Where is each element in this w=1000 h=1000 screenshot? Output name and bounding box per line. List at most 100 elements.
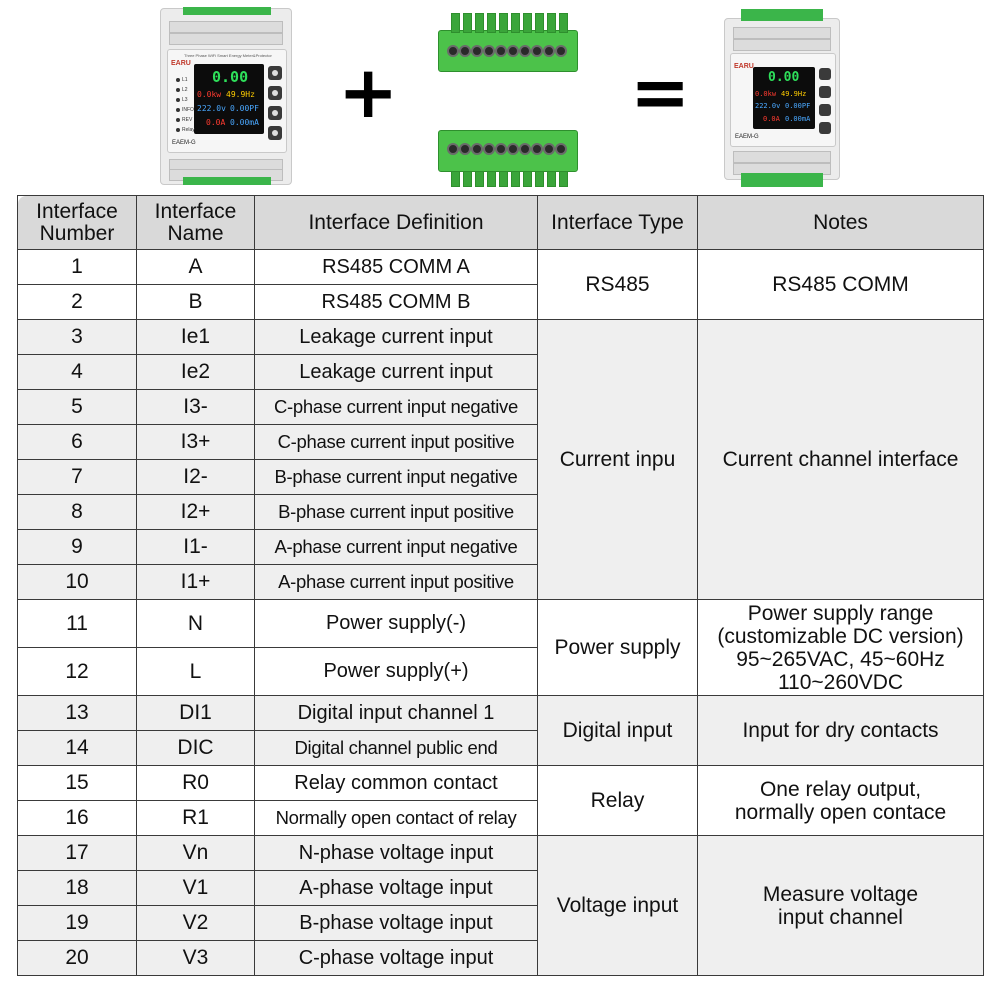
cell-type: Voltage input (537, 835, 698, 976)
cell-definition: C-phase voltage input (254, 940, 538, 976)
cell-name: I1- (136, 529, 255, 565)
indicator-label: L2 (182, 87, 188, 93)
cell-definition: C-phase current input negative (254, 389, 538, 425)
cell-number: 15 (17, 765, 137, 801)
header-interface-number: Interface Number (17, 195, 137, 250)
cell-name: I1+ (136, 564, 255, 600)
cell-definition: Normally open contact of relay (254, 800, 538, 836)
cell-definition: Power supply(-) (254, 599, 538, 648)
interface-table: Interface Number Interface Name Interfac… (17, 195, 984, 976)
product-illustration: Three Phase WiFi Smart Energy Meter&Prot… (0, 0, 1000, 190)
cell-number: 3 (17, 319, 137, 355)
cell-number: 11 (17, 599, 137, 648)
table-row: 9 I1- A-phase current input negative (17, 529, 984, 565)
plus-sign: + (338, 50, 399, 134)
header-notes: Notes (697, 195, 984, 250)
cell-name: DIC (136, 730, 255, 766)
assembled-meter-device: EARU 0.00 0.0kw 49.9Hz 222.0v 0.00PF 0.0… (724, 9, 840, 187)
cell-name: I3+ (136, 424, 255, 460)
cell-number: 16 (17, 800, 137, 836)
cell-notes: Current channel interface (697, 319, 984, 600)
cell-name: B (136, 284, 255, 320)
table-row: 11 N Power supply(-) Power supply Power … (17, 599, 984, 696)
cell-number: 8 (17, 494, 137, 530)
table-row: 3 Ie1 Leakage current input Current inpu… (17, 319, 984, 600)
cell-definition: B-phase current input positive (254, 494, 538, 530)
cell-definition: N-phase voltage input (254, 835, 538, 871)
cell-number: 20 (17, 940, 137, 976)
cell-name: V2 (136, 905, 255, 941)
cell-definition: Digital input channel 1 (254, 695, 538, 731)
cell-number: 10 (17, 564, 137, 600)
table-row: 19 V2 B-phase voltage input (17, 905, 984, 941)
cell-type: Relay (537, 765, 698, 836)
table-row: 5 I3- C-phase current input negative (17, 389, 984, 425)
cell-number: 19 (17, 905, 137, 941)
cell-name: R0 (136, 765, 255, 801)
cell-name: N (136, 599, 255, 648)
cell-type: Digital input (537, 695, 698, 766)
cell-definition: A-phase current input negative (254, 529, 538, 565)
cell-number: 1 (17, 249, 137, 285)
terminal-connector-top (438, 13, 578, 72)
cell-notes: One relay output, normally open contace (697, 765, 984, 836)
indicator-label: L1 (182, 77, 188, 83)
terminal-connector-bottom (438, 130, 578, 187)
cell-number: 18 (17, 870, 137, 906)
cell-definition: Power supply(+) (254, 647, 538, 696)
device-brand: EARU (171, 60, 191, 67)
cell-definition: RS485 COMM A (254, 249, 538, 285)
table-header-row: Interface Number Interface Name Interfac… (17, 195, 984, 250)
header-interface-definition: Interface Definition (254, 195, 538, 250)
indicator-label: L3 (182, 97, 188, 103)
cell-name: V3 (136, 940, 255, 976)
cell-number: 9 (17, 529, 137, 565)
cell-name: L (136, 647, 255, 696)
cell-number: 4 (17, 354, 137, 390)
table-row: 1 A RS485 COMM A RS485 RS485 COMM (17, 249, 984, 320)
cell-number: 12 (17, 647, 137, 696)
indicator-label: INFO (182, 107, 194, 113)
cell-name: Ie1 (136, 319, 255, 355)
cell-definition: Leakage current input (254, 354, 538, 390)
cell-name: V1 (136, 870, 255, 906)
table-row: 15 R0 Relay common contact Relay One rel… (17, 765, 984, 836)
table-row: 6 I3+ C-phase current input positive (17, 424, 984, 460)
cell-definition: Digital channel public end (254, 730, 538, 766)
equals-sign: = (630, 50, 691, 134)
cell-name: Vn (136, 835, 255, 871)
cell-notes: Input for dry contacts (697, 695, 984, 766)
cell-definition: C-phase current input positive (254, 424, 538, 460)
energy-meter-device: Three Phase WiFi Smart Energy Meter&Prot… (160, 7, 292, 185)
indicator-label: Relay (182, 127, 195, 133)
cell-definition: A-phase voltage input (254, 870, 538, 906)
cell-number: 7 (17, 459, 137, 495)
table-row: 14 DIC Digital channel public end (17, 730, 984, 766)
cell-name: I3- (136, 389, 255, 425)
table-row: 10 I1+ A-phase current input positive (17, 564, 984, 600)
cell-number: 14 (17, 730, 137, 766)
cell-name: R1 (136, 800, 255, 836)
cell-name: I2+ (136, 494, 255, 530)
cell-notes: RS485 COMM (697, 249, 984, 320)
cell-name: Ie2 (136, 354, 255, 390)
cell-number: 6 (17, 424, 137, 460)
table-row: 18 V1 A-phase voltage input (17, 870, 984, 906)
cell-name: I2- (136, 459, 255, 495)
cell-notes: Power supply range (customizable DC vers… (697, 599, 984, 696)
table-row: 4 Ie2 Leakage current input (17, 354, 984, 390)
cell-number: 5 (17, 389, 137, 425)
cell-definition: Leakage current input (254, 319, 538, 355)
cell-type: RS485 (537, 249, 698, 320)
cell-name: A (136, 249, 255, 285)
table-row: 12 L Power supply(+) (17, 647, 984, 696)
cell-number: 17 (17, 835, 137, 871)
table-row: 2 B RS485 COMM B (17, 284, 984, 320)
cell-notes: Measure voltage input channel (697, 835, 984, 976)
cell-number: 2 (17, 284, 137, 320)
indicator-label: REV (182, 117, 193, 123)
cell-type: Power supply (537, 599, 698, 696)
table-row: 7 I2- B-phase current input negative (17, 459, 984, 495)
cell-definition: B-phase current input negative (254, 459, 538, 495)
cell-number: 13 (17, 695, 137, 731)
